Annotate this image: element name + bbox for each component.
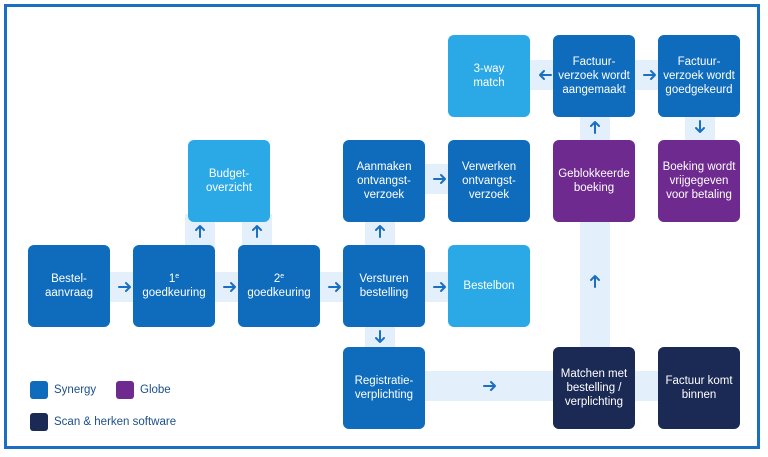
arrow-up-icon [587,119,603,135]
arrow-left-icon [537,67,553,83]
box-factuur-komt-binnen: Factuur komt binnen [658,347,740,429]
arrow-right-icon [222,279,238,295]
box-verwerken-ontvangstverzoek: Verwerken ontvangst- verzoek [448,140,530,222]
box-bestelbon: Bestelbon [448,245,530,327]
box-factuurverzoek-aangemaakt: Factuur- verzoek wordt aangemaakt [553,35,635,117]
legend-label-synergy: Synergy [54,384,97,396]
box-registratieverplichting: Registratie- verplichting [343,347,425,429]
box-boeking-vrijgegeven: Boeking wordt vrijgegeven voor betaling [658,140,740,222]
arrow-right-icon [117,279,133,295]
legend-swatch-synergy [30,381,48,399]
arrow-right-icon [432,171,448,187]
arrow-down-icon [692,119,708,135]
arrow-up-icon [372,223,388,239]
legend-swatch-globe [116,381,134,399]
box-matchen-bestelling: Matchen met bestelling / verplichting [553,347,635,429]
box-factuurverzoek-goedgekeurd: Factuur- verzoek wordt goedgekeurd [658,35,740,117]
arrow-right-icon [327,279,343,295]
box-bestelaanvraag: Bestel- aanvraag [28,245,110,327]
box-3-way-match: 3-way match [448,35,530,117]
box-versturen-bestelling: Versturen bestelling [343,245,425,327]
arrow-right-icon [432,279,448,295]
box-aanmaken-ontvangstverzoek: Aanmaken ontvangst- verzoek [343,140,425,222]
legend-label-scan: Scan & herken software [54,416,177,428]
arrow-up-icon [587,273,603,289]
arrow-up-icon [192,223,208,239]
arrow-down-icon [372,329,388,345]
box-budgetoverzicht: Budget- overzicht [188,140,270,222]
arrow-right-icon [482,378,498,394]
box-geblokkeerde-boeking: Geblokkeerde boeking [553,140,635,222]
arrow-right-icon [642,67,658,83]
legend-label-globe: Globe [140,384,171,396]
arrow-up-icon [249,223,265,239]
legend-swatch-scan [30,413,48,431]
